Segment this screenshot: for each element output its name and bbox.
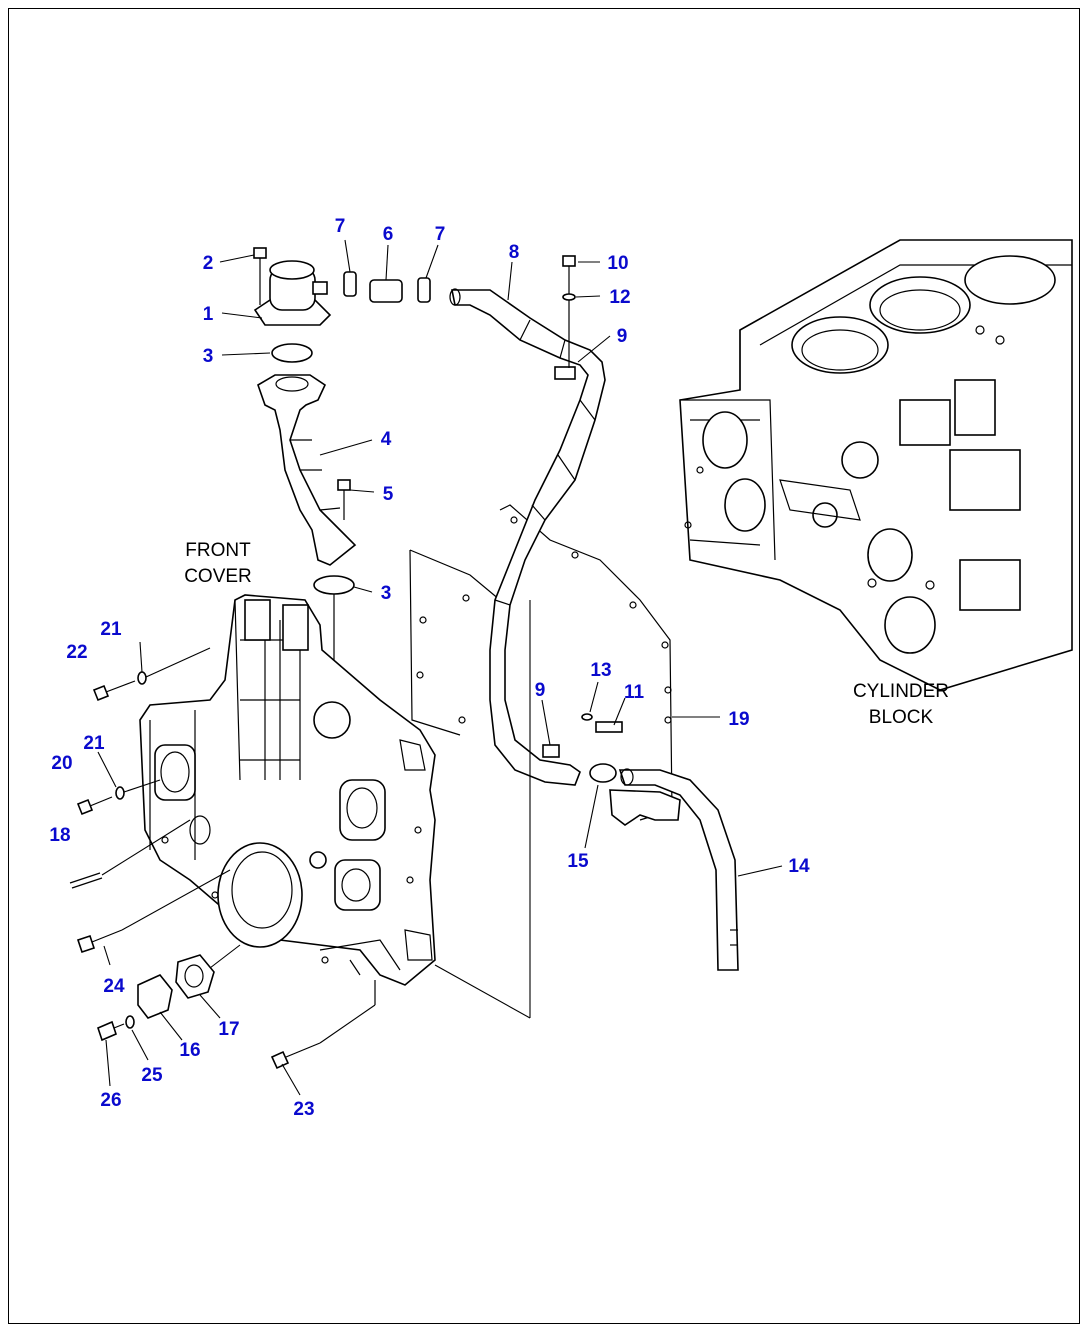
callout-12: 12 bbox=[609, 287, 630, 308]
front-cover-caption-line1: FRONT bbox=[185, 540, 251, 561]
callout-4: 4 bbox=[381, 429, 392, 450]
front-cover-caption-line2: COVER bbox=[184, 566, 252, 587]
callout-16: 16 bbox=[179, 1040, 200, 1061]
callout-leaders bbox=[97, 239, 783, 1096]
front-cover-gasket bbox=[409, 504, 673, 821]
callout-25: 25 bbox=[141, 1065, 163, 1086]
callout-3-lower: 3 bbox=[381, 583, 392, 604]
callout-6: 6 bbox=[383, 224, 394, 245]
callout-11: 11 bbox=[624, 682, 645, 703]
callout-10: 10 bbox=[607, 253, 628, 274]
cylinder-block bbox=[679, 239, 1073, 691]
callout-2: 2 bbox=[203, 253, 214, 274]
callout-17: 17 bbox=[218, 1019, 239, 1040]
callout-22: 22 bbox=[66, 642, 87, 663]
callout-7-left: 7 bbox=[335, 216, 346, 237]
callout-26: 26 bbox=[100, 1090, 121, 1111]
breather-assembly bbox=[253, 247, 739, 971]
callout-13: 13 bbox=[590, 660, 611, 681]
front-cover bbox=[139, 594, 436, 1005]
callout-3-upper: 3 bbox=[203, 346, 214, 367]
callout-5: 5 bbox=[383, 484, 394, 505]
callout-1: 1 bbox=[203, 304, 214, 325]
callout-9-lower: 9 bbox=[535, 680, 546, 701]
callout-23: 23 bbox=[293, 1099, 314, 1120]
callout-18: 18 bbox=[49, 825, 70, 846]
callout-24: 24 bbox=[103, 976, 125, 997]
callout-labels: 1 2 3 3 4 5 6 7 7 8 9 9 10 11 12 13 14 1… bbox=[49, 216, 810, 1120]
diagram-frame bbox=[8, 8, 1080, 1324]
callout-21-upper: 21 bbox=[100, 619, 122, 640]
cylinder-block-caption-line1: CYLINDER bbox=[853, 681, 949, 702]
callout-21-lower: 21 bbox=[83, 733, 105, 754]
callout-7-right: 7 bbox=[435, 224, 446, 245]
callout-8: 8 bbox=[509, 242, 520, 263]
callout-19: 19 bbox=[728, 709, 749, 730]
callout-9-upper: 9 bbox=[617, 326, 628, 347]
callout-15: 15 bbox=[567, 851, 589, 872]
fasteners bbox=[69, 600, 531, 1070]
callout-14: 14 bbox=[788, 856, 810, 877]
cylinder-block-caption-line2: BLOCK bbox=[869, 707, 934, 728]
callout-20: 20 bbox=[51, 753, 72, 774]
